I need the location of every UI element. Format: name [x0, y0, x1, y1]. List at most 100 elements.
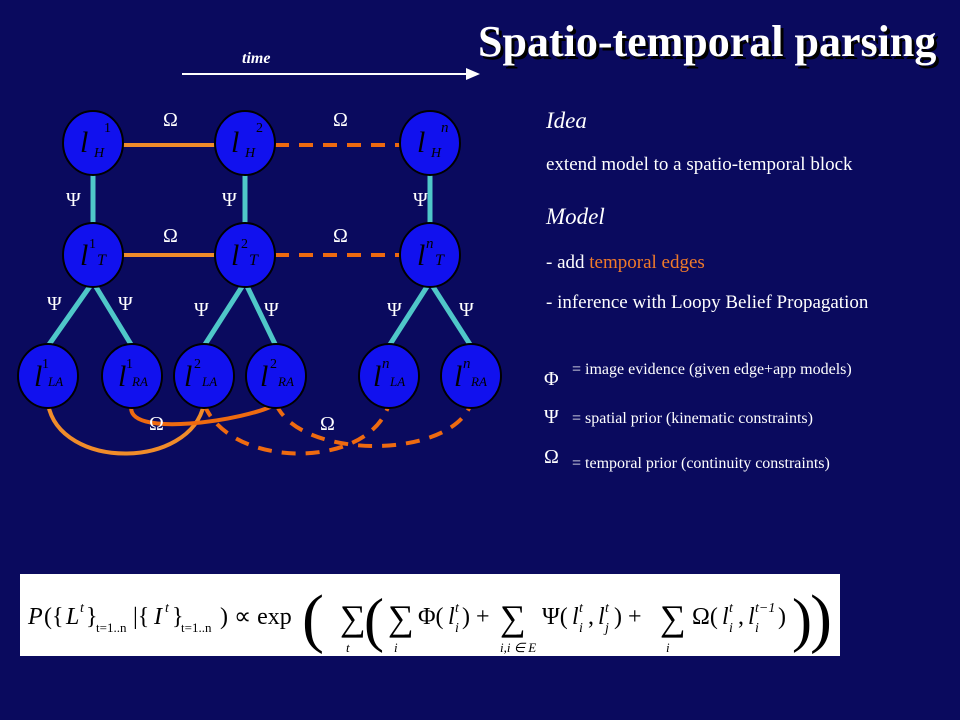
- edge-symbols: Ω Ω Ω Ω Ω Ω Ψ Ψ Ψ Ψ Ψ Ψ Ψ Ψ Ψ: [47, 109, 474, 435]
- node-head-2: l H 2: [214, 110, 276, 176]
- omega-symbol: Ω: [149, 413, 164, 435]
- svg-text:t=1..n: t=1..n: [96, 620, 127, 635]
- svg-text:l: l: [80, 126, 88, 159]
- svg-text:1: 1: [104, 121, 111, 136]
- legend-phi-text: = image evidence (given edge+app models): [572, 361, 852, 378]
- svg-text:i,i ∈ E: i,i ∈ E: [500, 640, 536, 655]
- svg-text:T: T: [249, 252, 259, 269]
- svg-text:n: n: [441, 120, 449, 136]
- svg-text:T: T: [435, 252, 445, 269]
- svg-text:l: l: [448, 604, 455, 630]
- svg-text:l: l: [184, 360, 192, 393]
- psi-symbol: Ψ: [47, 293, 62, 315]
- svg-text:Φ(: Φ(: [418, 604, 444, 630]
- legend-omega-text: = temporal prior (continuity constraints…: [572, 455, 830, 472]
- node-left-arm-2: l 2 LA: [173, 343, 235, 409]
- svg-text:l: l: [454, 360, 462, 393]
- svg-text:1: 1: [42, 357, 49, 372]
- temporal-edges-highlight: temporal edges: [589, 252, 705, 273]
- temporal-edges-dashed: [202, 143, 473, 456]
- spatial-edges: [45, 169, 474, 349]
- legend-phi-symbol: Φ: [544, 368, 559, 390]
- node-right-arm-1: l 1 RA: [101, 343, 163, 409]
- svg-text:) ∝ exp: ) ∝ exp: [220, 604, 292, 630]
- svg-text:∑: ∑: [340, 598, 366, 638]
- model-item-inference: - inference with Loopy Belief Propagatio…: [546, 292, 869, 313]
- svg-text:,: ,: [738, 604, 744, 630]
- time-arrow: [182, 68, 480, 80]
- svg-text:l: l: [231, 239, 239, 272]
- svg-text:P: P: [27, 604, 43, 630]
- node-right-arm-2: l 2 RA: [245, 343, 307, 409]
- svg-text:t: t: [165, 601, 170, 616]
- svg-text:i: i: [455, 621, 459, 636]
- svg-text:l: l: [417, 126, 425, 159]
- svg-text:l: l: [260, 360, 268, 393]
- svg-text:n: n: [382, 356, 390, 372]
- svg-text:LA: LA: [47, 374, 63, 389]
- svg-text:l: l: [417, 239, 425, 272]
- nodes: l H 1 l H 2 l H n l 1 T l 2 T: [17, 110, 502, 409]
- svg-text:RA: RA: [470, 374, 487, 389]
- psi-symbol: Ψ: [118, 293, 133, 315]
- svg-text:(: (: [364, 587, 384, 653]
- svg-text:j: j: [603, 621, 609, 636]
- model-item-temporal-edges: - add temporal edges: [546, 252, 705, 274]
- node-torso-n: l n T: [399, 222, 461, 288]
- svg-text:i: i: [579, 621, 583, 636]
- svg-text:t−1: t−1: [755, 601, 775, 616]
- svg-text:H: H: [430, 146, 442, 161]
- psi-symbol: Ψ: [459, 299, 474, 321]
- psi-symbol: Ψ: [194, 299, 209, 321]
- psi-symbol: Ψ: [222, 189, 237, 211]
- slide-title: Spatio-temporal parsing: [478, 17, 937, 66]
- svg-text:): ): [792, 587, 812, 653]
- svg-text:t: t: [605, 601, 610, 616]
- svg-text:1: 1: [126, 357, 133, 372]
- omega-symbol: Ω: [333, 109, 348, 131]
- svg-text:): ): [778, 604, 786, 630]
- svg-text:) +: ) +: [614, 604, 642, 630]
- idea-heading: Idea: [546, 108, 587, 133]
- svg-text:2: 2: [241, 237, 248, 252]
- svg-text:RA: RA: [131, 374, 148, 389]
- svg-text:n: n: [463, 356, 471, 372]
- model-item-prefix: - add: [546, 252, 590, 273]
- svg-text:|{: |{: [133, 604, 149, 630]
- omega-symbol: Ω: [163, 225, 178, 247]
- svg-text:l: l: [118, 360, 126, 393]
- svg-text:): ): [810, 582, 832, 655]
- time-label: time: [242, 50, 271, 67]
- model-heading: Model: [546, 204, 605, 229]
- svg-text:}: }: [86, 604, 98, 630]
- psi-symbol: Ψ: [387, 299, 402, 321]
- svg-text:I: I: [153, 604, 163, 630]
- svg-text:l: l: [722, 604, 729, 630]
- svg-text:Ψ(: Ψ(: [542, 604, 568, 630]
- svg-text:t: t: [455, 601, 460, 616]
- node-torso-1: l 1 T: [62, 222, 124, 288]
- svg-text:t: t: [579, 601, 584, 616]
- node-left-arm-1: l 1 LA: [17, 343, 79, 409]
- svg-text:L: L: [65, 604, 79, 630]
- svg-text:l: l: [373, 360, 381, 393]
- svg-text:∑: ∑: [500, 598, 526, 638]
- svg-text:i: i: [729, 621, 733, 636]
- equation: P ({ L t } t=1..n |{ I t } t=1..n ) ∝ ex…: [20, 574, 840, 656]
- legend-psi-symbol: Ψ: [544, 406, 559, 428]
- svg-text:RA: RA: [277, 374, 294, 389]
- svg-text:t=1..n: t=1..n: [181, 620, 212, 635]
- svg-text:∑: ∑: [388, 598, 414, 638]
- svg-text:i: i: [755, 621, 759, 636]
- omega-symbol: Ω: [333, 225, 348, 247]
- node-head-1: l H 1: [62, 110, 124, 176]
- legend-psi-text: = spatial prior (kinematic constraints): [572, 410, 813, 427]
- omega-symbol: Ω: [320, 413, 335, 435]
- svg-text:∑: ∑: [660, 598, 686, 638]
- svg-text:,: ,: [588, 604, 594, 630]
- svg-text:1: 1: [89, 237, 96, 252]
- svg-text:t: t: [346, 640, 350, 655]
- svg-text:l: l: [231, 126, 239, 159]
- idea-text: extend model to a spatio-temporal block: [546, 154, 853, 175]
- svg-text:) +: ) +: [462, 604, 490, 630]
